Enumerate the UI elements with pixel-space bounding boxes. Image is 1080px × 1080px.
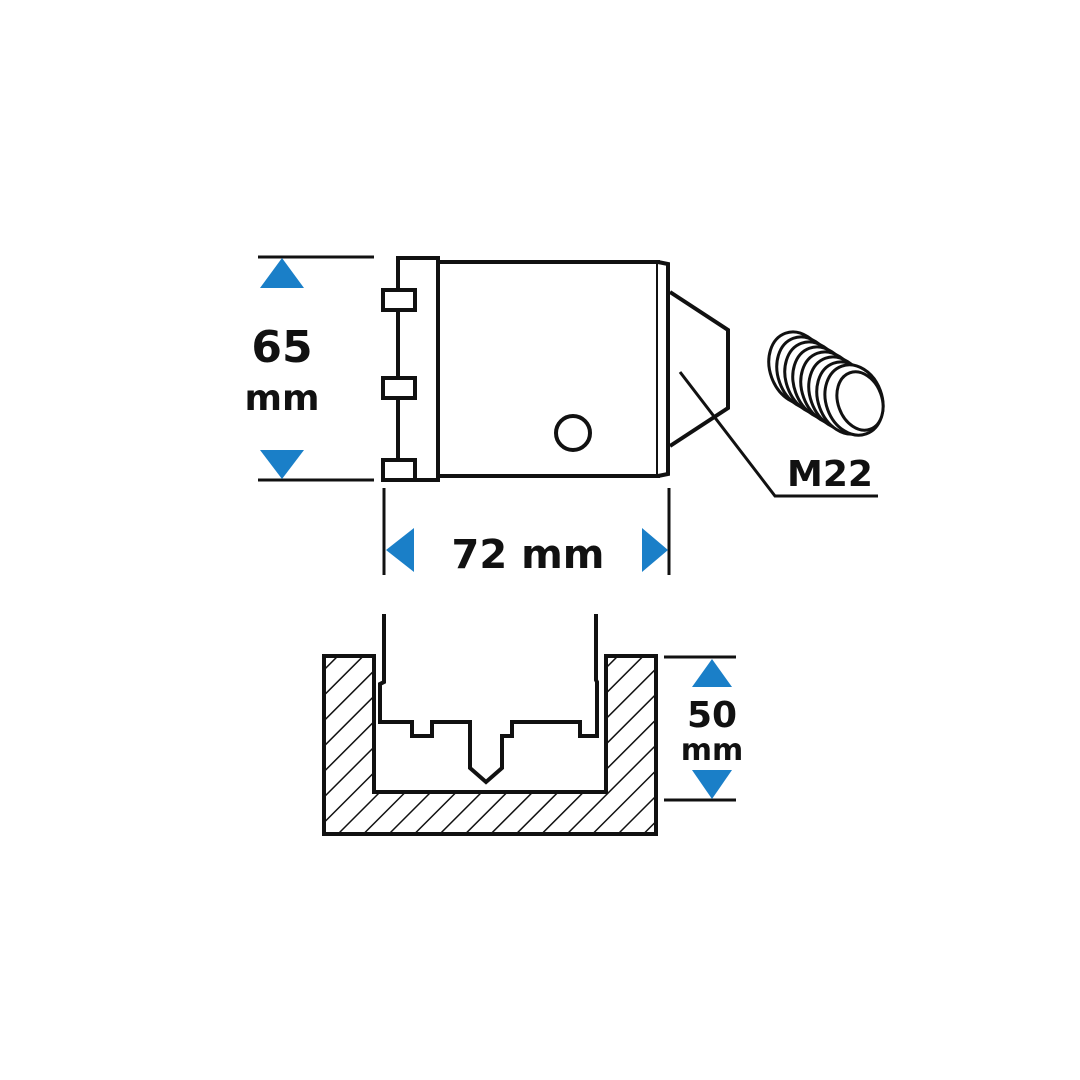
arrow-up-icon [260, 258, 304, 288]
width-value: 72 mm [452, 532, 605, 578]
tool-side-view [381, 256, 878, 498]
depth-unit: mm [681, 733, 744, 768]
thread-size-label: M22 [787, 454, 873, 495]
arrow-down-icon [692, 770, 732, 799]
arrow-down-icon [260, 450, 304, 479]
width-dimension [382, 488, 671, 575]
depth-value: 50 [687, 695, 737, 736]
workpiece-section [322, 654, 658, 836]
threaded-bit-icon [767, 330, 885, 437]
arrow-right-icon [642, 528, 668, 572]
arrow-up-icon [692, 659, 732, 687]
height-value: 65 [251, 322, 312, 373]
arrow-left-icon [386, 528, 414, 572]
depth-dimension [664, 655, 736, 802]
height-unit: mm [244, 378, 319, 419]
height-dimension [258, 255, 374, 482]
tool-profile-section [378, 614, 599, 785]
